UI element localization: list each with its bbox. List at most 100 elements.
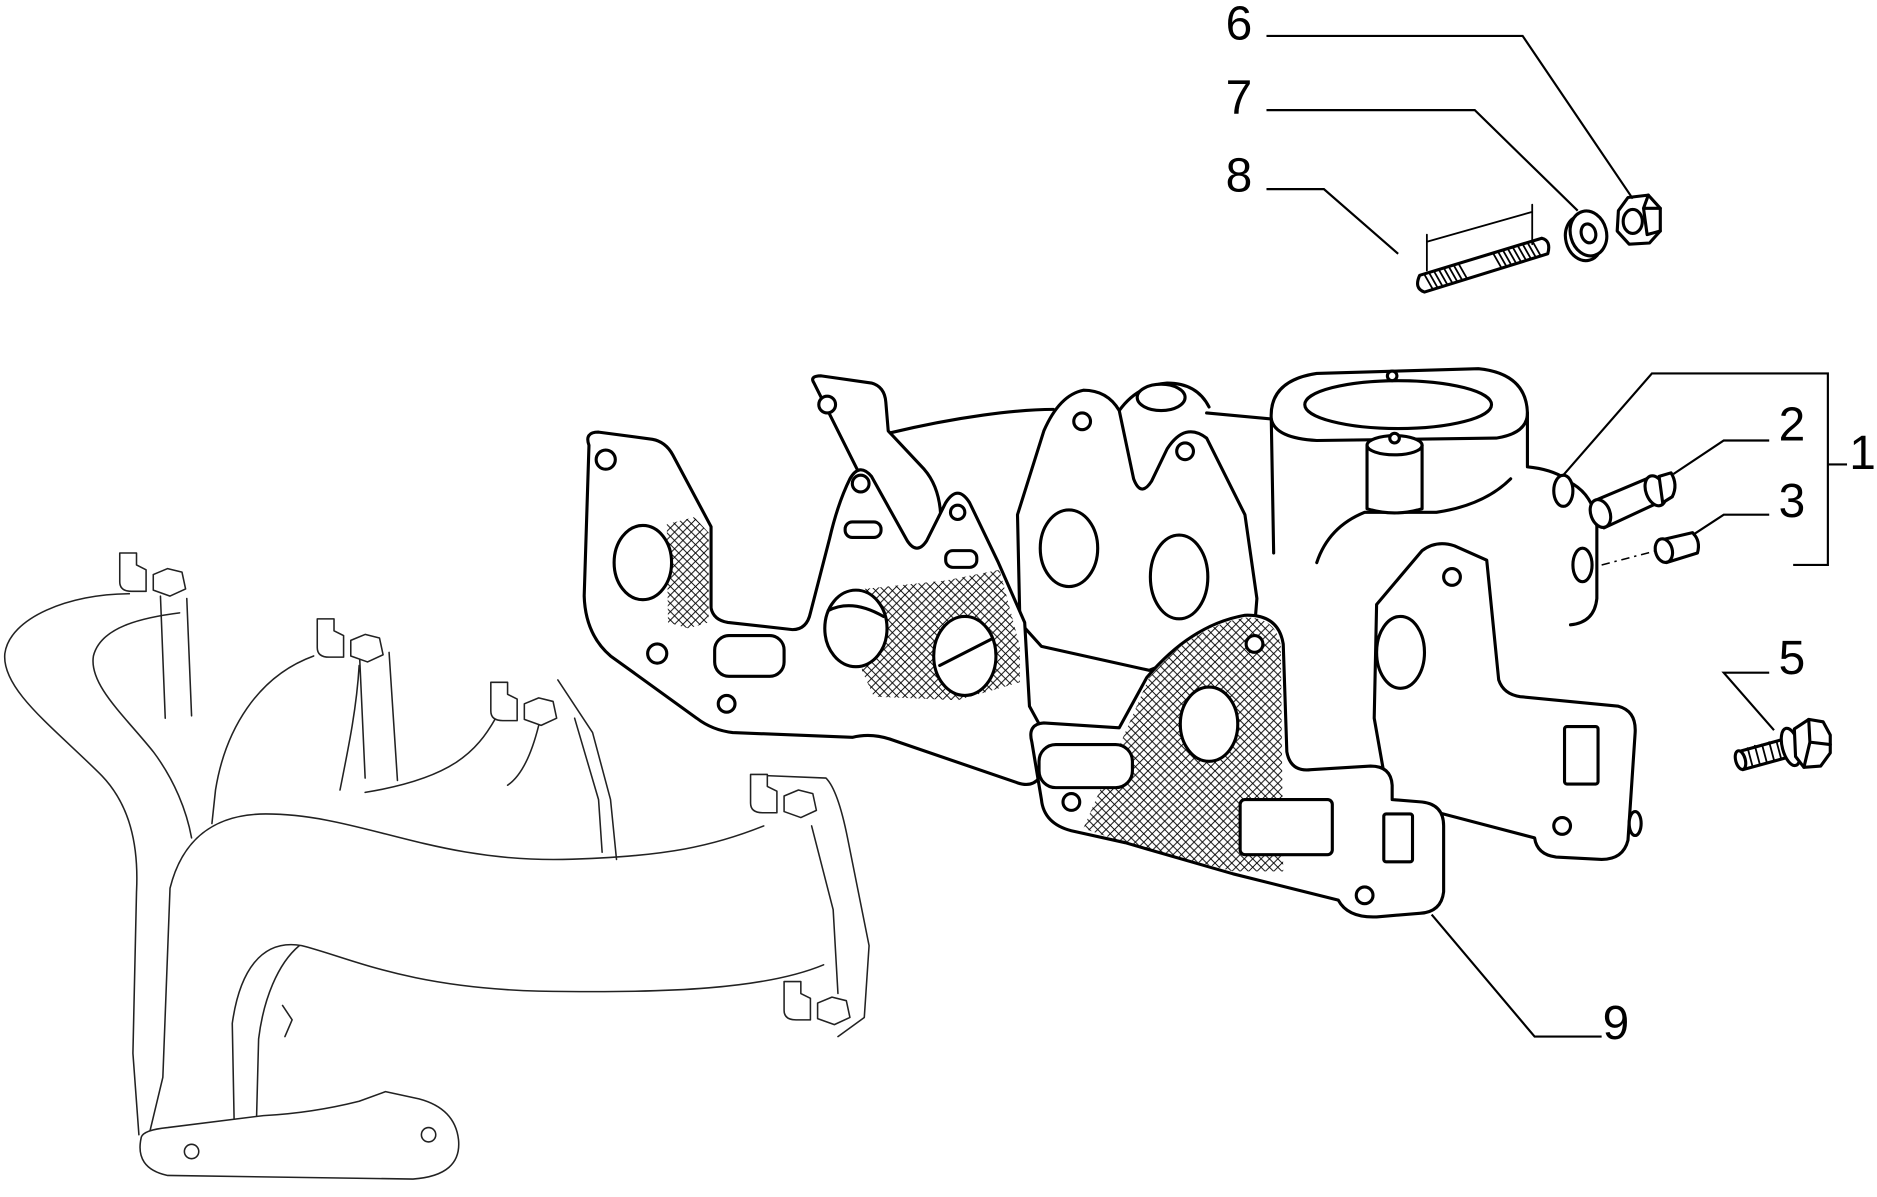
bolt-tip	[1733, 749, 1748, 771]
throttle-body-bore	[1303, 379, 1494, 431]
gasket-bolt-hole	[1244, 634, 1265, 654]
exhaust-clip-1	[118, 552, 187, 597]
exhaust-flange-face	[765, 774, 870, 1038]
exhaust-manifold	[4, 552, 870, 1180]
plug-end	[1653, 537, 1675, 564]
flange-bolt-hole	[1072, 411, 1093, 432]
leader-9	[1430, 913, 1602, 1038]
manifold-boss	[1365, 443, 1424, 515]
clip-tab	[490, 681, 558, 727]
gasket-port-hole	[1178, 685, 1240, 763]
fitting-nipple	[1657, 471, 1677, 505]
leader-5	[1721, 671, 1775, 731]
exhaust-clip-3	[490, 681, 558, 727]
fitting-port-upper	[1552, 473, 1575, 508]
manifold-runner-top	[886, 381, 1273, 435]
callout-6: 6	[1226, 0, 1253, 51]
gasket-slot	[1238, 798, 1334, 857]
exhaust-runner-1-inner	[92, 612, 193, 839]
gasket-slot	[944, 549, 979, 569]
leader-8	[1266, 188, 1399, 255]
exhaust-flange-hole-left	[183, 1143, 200, 1160]
throttle-body-screw	[1385, 369, 1399, 383]
leader-1-bracket	[1561, 372, 1848, 567]
bolt-threads	[1746, 740, 1783, 767]
callout-7: 7	[1226, 72, 1253, 125]
gasket-bolt-hole	[850, 473, 871, 494]
callout-2: 2	[1779, 398, 1806, 451]
callout-labels: 6 7 8 2 3 1 5 9	[1226, 0, 1876, 1050]
gasket-port-detail	[938, 637, 993, 668]
exhaust-clip-5	[783, 980, 851, 1026]
nut-bore	[1621, 207, 1644, 235]
callout-1: 1	[1849, 427, 1876, 480]
clip-tab	[783, 980, 851, 1026]
gasket-rear-hatch-left	[666, 517, 709, 629]
fitting-port-lower	[1571, 546, 1594, 584]
manifold-port	[1135, 382, 1187, 413]
callout-9: 9	[1603, 997, 1630, 1050]
fitting	[1588, 471, 1677, 530]
flange-port-hole	[1038, 508, 1100, 589]
exhaust-runner-4-inner	[255, 944, 301, 1132]
gasket-slot	[843, 520, 883, 540]
exhaust-runner-2-plate	[358, 645, 399, 782]
flange-bolt-hole	[1175, 441, 1196, 462]
gasket-slot	[1382, 812, 1415, 864]
exhaust-runner-3	[364, 717, 540, 794]
gasket-bolt-hole	[594, 448, 617, 471]
leader-lines	[1266, 34, 1848, 1038]
clip-tab	[749, 773, 818, 819]
stud-dimension-line	[1425, 203, 1534, 272]
exhaust-runner-1-outer	[4, 592, 140, 1136]
fitting-end	[1588, 498, 1613, 529]
leader-7	[1266, 109, 1579, 212]
leader-6	[1266, 34, 1634, 200]
gasket-port-hole	[823, 588, 889, 669]
flange-bolt-hole	[817, 394, 838, 415]
gasket-port-hole	[932, 614, 998, 698]
nut-face-edges	[1641, 193, 1662, 237]
clip-tab	[118, 552, 187, 597]
gasket-port-hole	[612, 523, 674, 602]
flange-bolt-hole	[1552, 815, 1573, 836]
exhaust-clip-4	[749, 773, 818, 819]
bolt-head-edges	[1802, 717, 1832, 769]
washer	[1563, 209, 1609, 263]
manifold-body-fill	[1271, 412, 1597, 625]
gasket-slot	[1037, 742, 1134, 790]
callout-3: 3	[1779, 475, 1806, 528]
manifold-boss-hole	[1388, 431, 1401, 445]
stud	[1416, 203, 1551, 294]
exhaust-runner-4-top	[147, 813, 765, 1138]
gasket-bolt-hole	[1354, 885, 1375, 906]
exhaust-runner-1-plate	[159, 595, 193, 719]
gasket-slot	[713, 634, 786, 678]
flange-stud-stub	[1627, 810, 1643, 838]
bolt	[1733, 717, 1832, 772]
gasket-bolt-hole	[1061, 792, 1082, 812]
callout-5: 5	[1779, 632, 1806, 685]
leader-3	[1692, 513, 1770, 536]
gasket-rear	[582, 430, 1046, 786]
clip-tab	[316, 618, 384, 663]
callout-8: 8	[1226, 150, 1253, 203]
flange-port-hole	[1148, 533, 1210, 621]
gasket-front	[1029, 613, 1446, 919]
exhaust-runner-3-plate	[557, 679, 618, 861]
flange-bolt-hole	[1442, 567, 1462, 587]
flange-slot	[1562, 725, 1600, 786]
gasket-bolt-hole	[646, 642, 669, 665]
exhaust-outlet-flange	[139, 1090, 460, 1180]
gasket-bolt-hole	[716, 693, 737, 714]
exhaust-runner-4-bottom	[231, 943, 825, 1150]
gasket-bolt-hole	[948, 503, 967, 522]
exhaust-flange-hole-right	[420, 1126, 437, 1143]
exhaust-clip-2	[316, 618, 384, 663]
flange-port-hole	[1375, 614, 1427, 690]
gasket-port-detail	[826, 604, 885, 619]
plug-axis-line	[1601, 549, 1657, 566]
leader-2	[1672, 439, 1770, 475]
